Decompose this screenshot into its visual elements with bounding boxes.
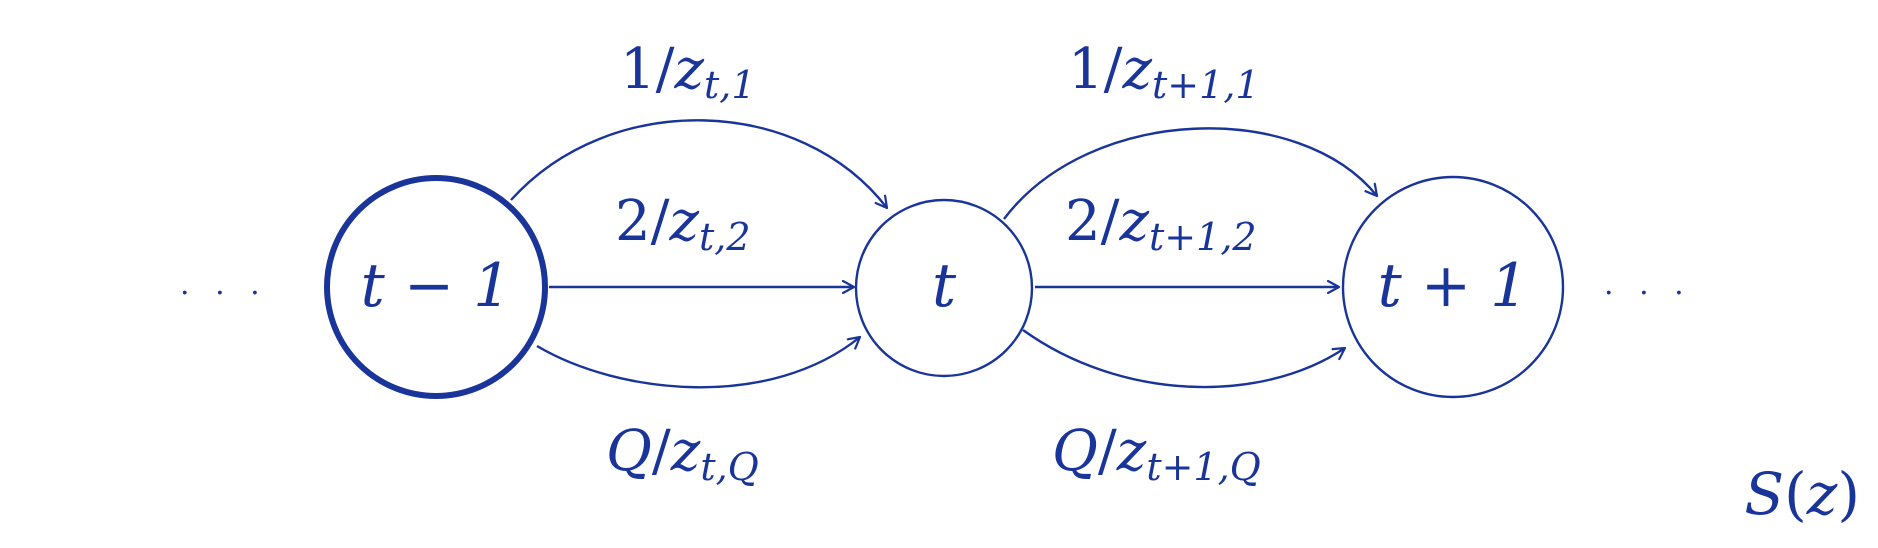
edge-label-bottom-2: Q/zt+1,Q [1052, 419, 1261, 489]
ellipsis-left: . . . [180, 267, 268, 302]
label-numerator: 2 [1065, 189, 1101, 254]
edge-arc-top-1 [510, 119, 887, 208]
node-circle [324, 175, 548, 399]
label-variable: z [670, 419, 701, 484]
edge-label-middle-2: 2/zt+1,2 [1065, 189, 1257, 259]
label-slash: / [652, 419, 671, 484]
edge-label-top-2: 1/zt+1,1 [1068, 37, 1260, 107]
label-slash: / [656, 37, 675, 102]
corner-label: S(z) [1744, 460, 1860, 528]
node-label: t [932, 251, 957, 321]
label-subscript: t+1,Q [1146, 445, 1261, 489]
label-variable: z [1119, 189, 1150, 254]
label-subscript: t,Q [700, 445, 759, 489]
edge-arc-bottom-2 [1022, 329, 1345, 389]
node-t-plus-1: t + 1 [1341, 175, 1565, 399]
label-numerator: 1 [620, 37, 656, 102]
edge-label-middle-1: 2/zt,2 [615, 189, 751, 259]
edge-label-top-1: 1/zt,1 [620, 37, 756, 107]
corner-label-arg: z [1806, 460, 1838, 528]
label-slash: / [651, 189, 670, 254]
label-subscript: t+1,1 [1152, 63, 1260, 107]
label-slash: / [1098, 419, 1117, 484]
label-variable: z [1122, 37, 1153, 102]
node-label: t + 1 [1378, 251, 1529, 321]
label-subscript: t,1 [704, 63, 756, 107]
edge-arc-top-2 [1003, 127, 1377, 220]
edge-label-bottom-1: Q/zt,Q [606, 419, 759, 489]
label-variable: z [1116, 419, 1147, 484]
corner-label-fn: S [1744, 460, 1784, 528]
node-circle [854, 198, 1034, 378]
label-variable: z [674, 37, 705, 102]
node-label: t − 1 [361, 251, 512, 321]
label-slash: / [1104, 37, 1123, 102]
ellipsis-right: . . . [1604, 267, 1692, 302]
label-slash: / [1101, 189, 1120, 254]
node-t-minus-1: t − 1 [324, 175, 548, 399]
label-variable: z [669, 189, 700, 254]
corner-label-paren-close: ) [1837, 460, 1860, 528]
node-circle [1341, 175, 1565, 399]
corner-label-paren-open: ( [1784, 460, 1807, 528]
label-numerator: 1 [1068, 37, 1104, 102]
label-numerator: Q [1052, 419, 1098, 484]
label-numerator: 2 [615, 189, 651, 254]
node-t: t [854, 198, 1034, 378]
label-numerator: Q [606, 419, 652, 484]
label-subscript: t,2 [699, 215, 751, 259]
label-subscript: t+1,2 [1149, 215, 1257, 259]
edge-arc-bottom-1 [536, 337, 860, 389]
